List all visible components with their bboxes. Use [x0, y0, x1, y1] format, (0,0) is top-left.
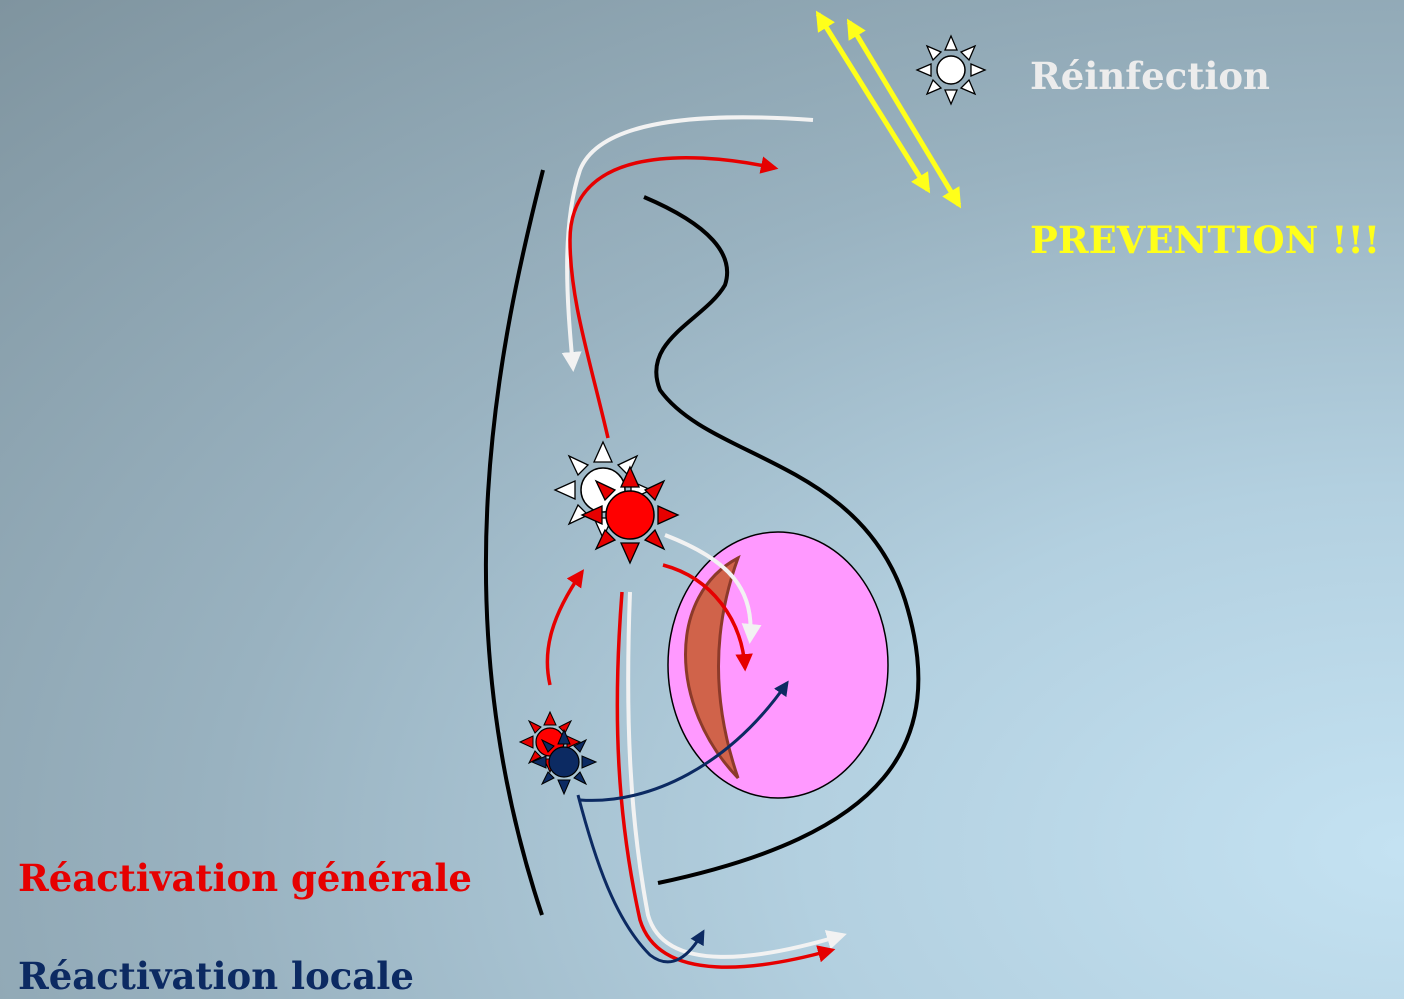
red-arrow-up-from-local — [547, 572, 582, 685]
reactivation-locale-label: Réactivation locale — [18, 958, 414, 995]
reactivation-generale-label: Réactivation générale — [18, 860, 472, 897]
local-blue-virus-icon — [532, 730, 596, 794]
reinfection-arrow-yellow-1 — [818, 14, 928, 190]
reinfection-virus-icon — [917, 36, 985, 104]
red-arrow-top — [570, 158, 775, 438]
ganglion-red-virus-icon — [582, 467, 678, 563]
prevention-label: PREVENTION !!! — [1030, 222, 1380, 259]
orbit-left-line — [486, 170, 543, 915]
reinfection-arrow-yellow-2 — [849, 22, 959, 205]
white-arrow-top — [567, 117, 813, 368]
reinfection-label: Réinfection — [1030, 58, 1270, 95]
